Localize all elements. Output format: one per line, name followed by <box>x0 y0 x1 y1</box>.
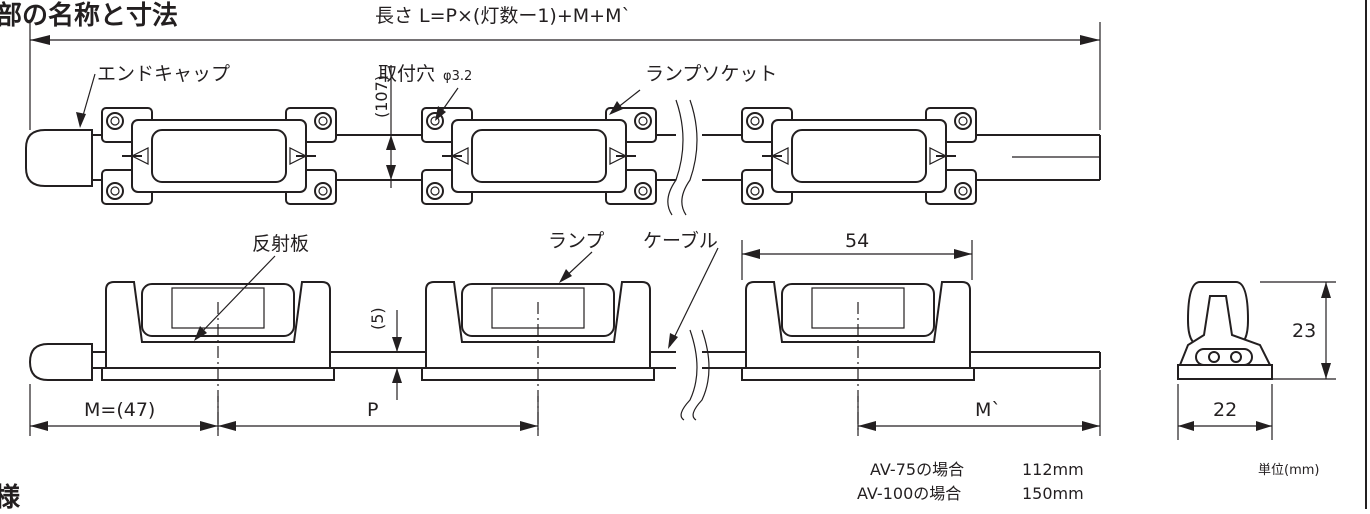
end-cap-leader <box>76 73 96 128</box>
top-view: (107) <box>25 65 1101 216</box>
lamp-unit-3 <box>741 281 975 432</box>
reflector-label: 反射板 <box>252 233 309 255</box>
gap-5-dimension <box>392 310 402 400</box>
height-107-label: (107) <box>372 75 391 118</box>
side-view: (5) <box>28 240 1101 436</box>
lamp-unit-1 <box>101 281 335 432</box>
total-length-dimension <box>29 22 1101 130</box>
lamp-unit-2 <box>421 281 655 432</box>
av75-model-label: AV-75の場合 <box>870 460 964 479</box>
pitch-54-dimension <box>741 240 973 280</box>
section-heading-spec: 様 <box>0 482 21 509</box>
end-view <box>1177 281 1336 440</box>
m-right-label: M` <box>975 399 1001 421</box>
lamp-socket-leader <box>609 89 641 115</box>
mount-hole-label: 取付穴 <box>378 63 435 85</box>
total-length-label: 長さ L=P×(灯数ー1)+M+M` <box>375 5 631 27</box>
end-cap-label: エンドキャップ <box>97 63 230 85</box>
pitch-54-label: 54 <box>845 230 869 252</box>
lamp-leader <box>559 251 593 283</box>
av100-value-label: 150mm <box>1022 484 1084 503</box>
width-22-label: 22 <box>1213 399 1237 421</box>
section-heading-names-dims: 部の名称と寸法 <box>0 0 178 31</box>
end-cap-top <box>25 129 93 187</box>
cable-label: ケーブル <box>643 229 718 252</box>
reflector-leader <box>194 255 276 341</box>
lamp-label: ランプ <box>548 230 604 252</box>
end-cap-side <box>28 343 93 381</box>
lamp-socket-label: ランプソケット <box>645 63 777 85</box>
av75-value-label: 112mm <box>1022 460 1084 479</box>
socket-top-3 <box>741 107 977 205</box>
mount-hole-dia-label: φ3.2 <box>443 69 472 84</box>
socket-top-2 <box>421 107 657 205</box>
unit-label: 単位(mm) <box>1258 462 1319 478</box>
socket-top-1 <box>101 107 337 205</box>
cable-leader <box>668 247 719 349</box>
av100-model-label: AV-100の場合 <box>857 484 961 503</box>
mount-hole-leader <box>435 87 459 121</box>
p-label: P <box>367 399 378 421</box>
m-left-label: M=(47) <box>84 399 155 421</box>
gap-5-label: (5) <box>368 307 387 330</box>
height-107-dimension <box>386 65 396 188</box>
bottom-dimensions <box>29 370 1101 436</box>
height-23-label: 23 <box>1292 320 1316 342</box>
